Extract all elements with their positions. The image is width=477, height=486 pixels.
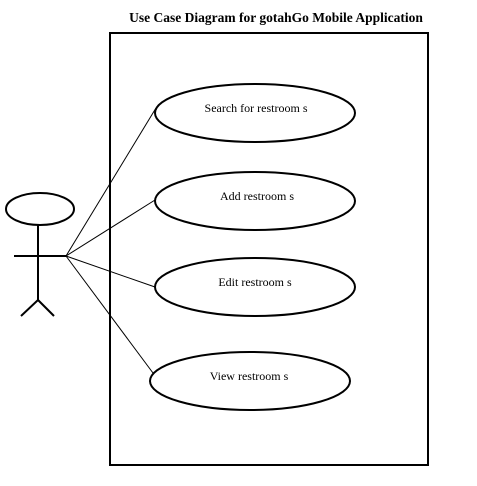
- use-case-ellipse: [149, 351, 351, 411]
- actor-right-leg: [37, 299, 55, 317]
- diagram-title: Use Case Diagram for gotahGo Mobile Appl…: [129, 10, 423, 25]
- use-case-ellipse: [154, 257, 356, 317]
- system-boundary: [109, 32, 429, 466]
- use-case-label: Add restroom s: [220, 189, 294, 203]
- use-case-label: Search for restroom s: [205, 101, 308, 115]
- association-search: [65, 107, 157, 257]
- use-case-ellipse: [154, 83, 356, 143]
- use-case-search-restrooms: Search for restroom s: [154, 83, 356, 143]
- use-case-ellipse: [154, 171, 356, 231]
- use-case-label: Edit restroom s: [218, 275, 292, 289]
- association-add: [65, 199, 156, 257]
- use-case-label: View restroom s: [210, 369, 289, 383]
- use-case-add-restrooms: Add restroom s: [154, 171, 356, 231]
- actor-head: [5, 192, 75, 226]
- association-edit: [65, 255, 156, 288]
- actor: [5, 192, 75, 317]
- use-case-view-restrooms: View restroom s: [149, 351, 351, 411]
- use-case-edit-restrooms: Edit restroom s: [154, 257, 356, 317]
- association-view: [65, 255, 154, 374]
- actor-left-leg: [20, 299, 39, 317]
